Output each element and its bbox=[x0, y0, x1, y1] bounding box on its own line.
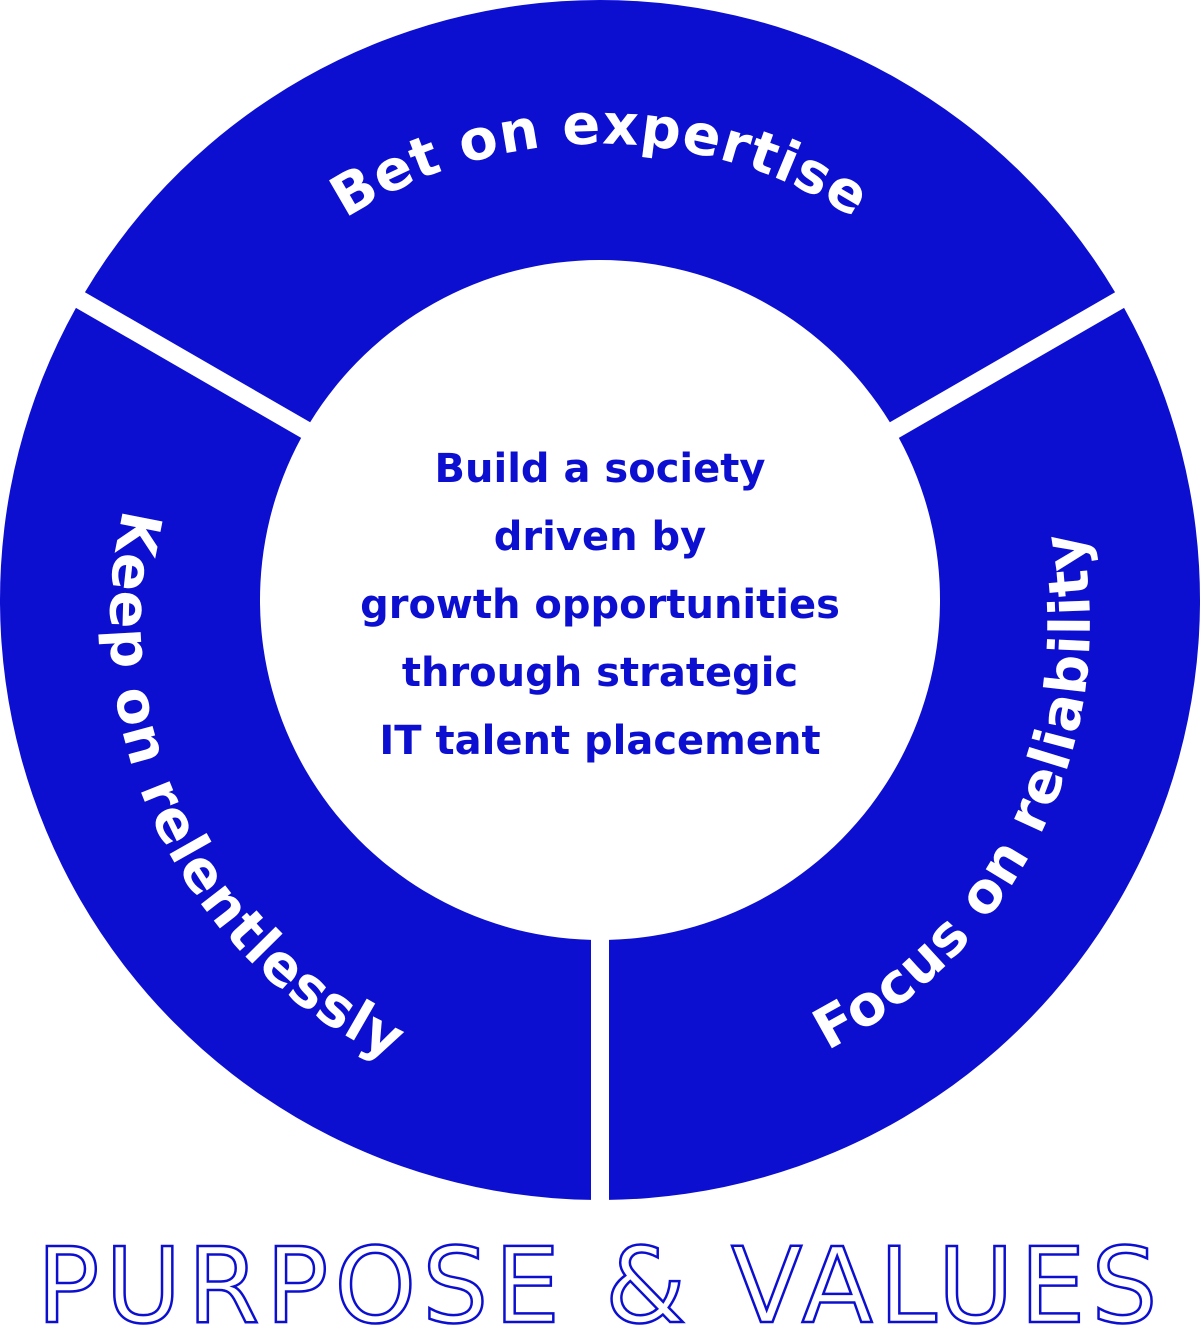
center-line: Build a society bbox=[435, 446, 766, 492]
center-line: through strategic bbox=[402, 650, 798, 696]
center-statement: Build a society driven by growth opportu… bbox=[360, 446, 840, 764]
center-line: driven by bbox=[494, 514, 706, 560]
center-line: IT talent placement bbox=[379, 718, 820, 764]
ring-segments bbox=[0, 0, 1200, 1200]
center-line: growth opportunities bbox=[360, 582, 840, 628]
segment-left bbox=[0, 307, 591, 1200]
footer-title: PURPOSE & VALUES bbox=[37, 1225, 1164, 1333]
segment-right bbox=[609, 307, 1200, 1200]
segment-top bbox=[84, 0, 1116, 423]
